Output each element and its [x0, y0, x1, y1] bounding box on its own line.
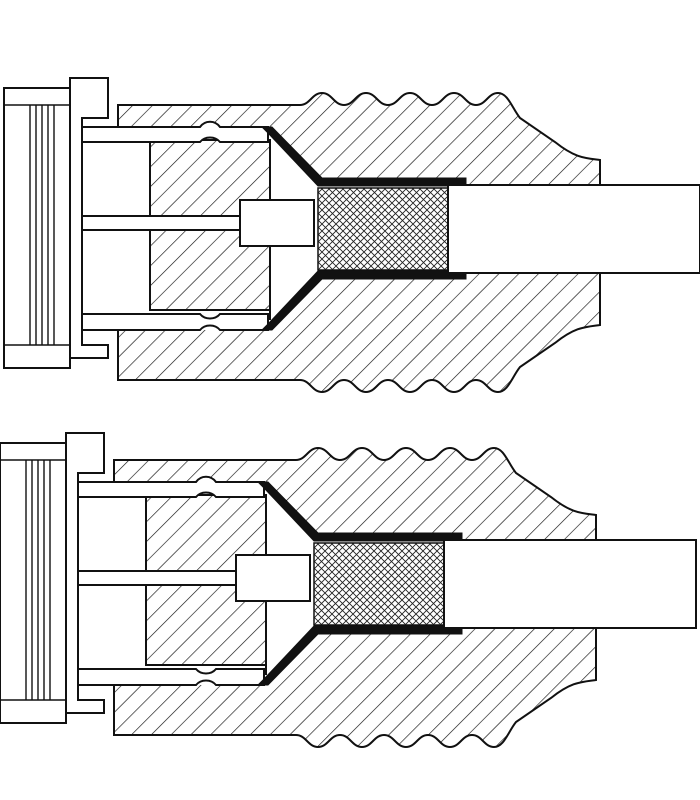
- connector-view-lower: [0, 432, 697, 748]
- connector-view-upper: [3, 77, 700, 393]
